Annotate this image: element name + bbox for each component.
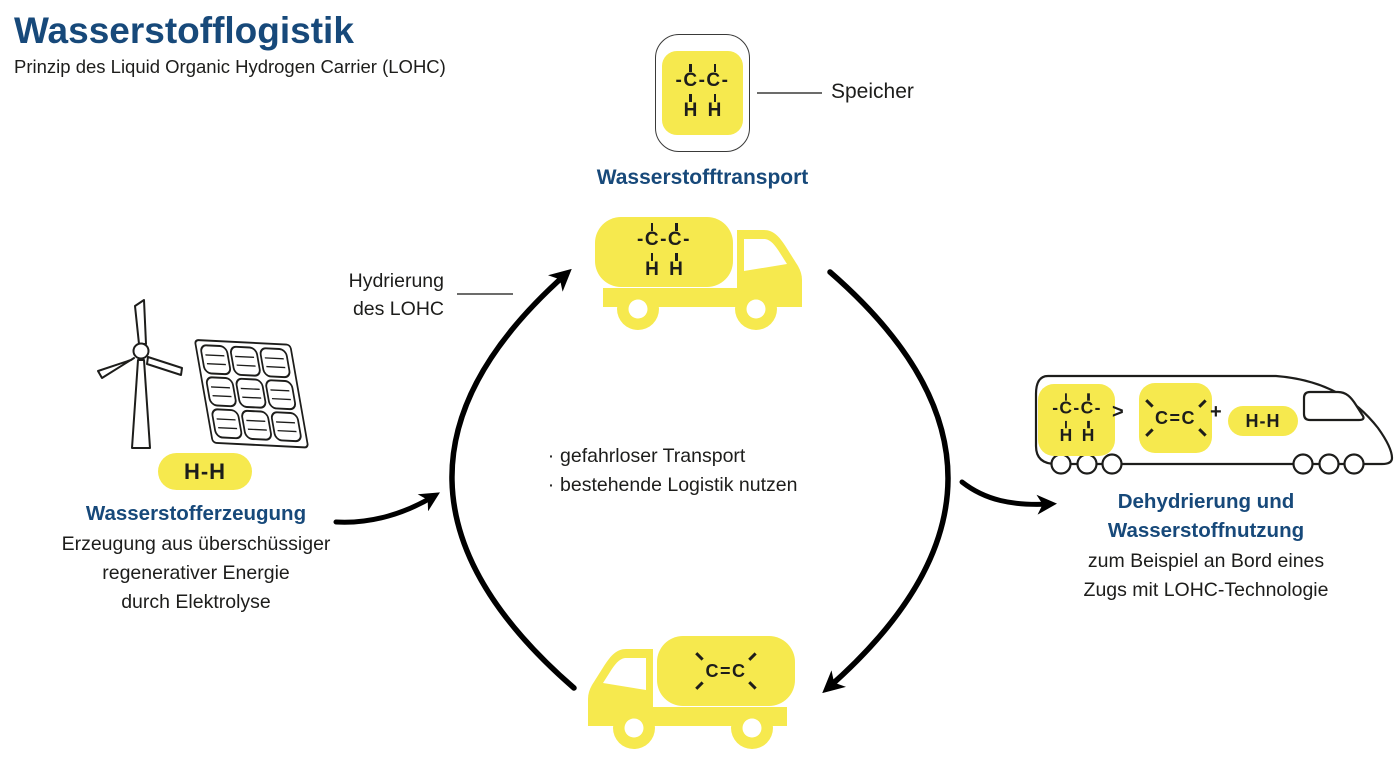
- bullet: ·: [547, 473, 555, 496]
- truck-tank: [595, 217, 733, 287]
- molecule-h: H: [683, 100, 698, 121]
- solar-panel-icon: [194, 339, 309, 449]
- molecule-cc-double-blob: C=C: [1139, 383, 1212, 453]
- storage-molecule-blob: -C-C- H H: [662, 51, 743, 135]
- dehydrogenation-block: Dehydrierung und Wasserstoffnutzung zum …: [1028, 488, 1384, 605]
- tanker-truck-bottom: C=C: [565, 633, 795, 755]
- renewable-energy-icons: [97, 299, 309, 449]
- tanker-truck-bottom-shape: [588, 636, 795, 749]
- hydrogenation-label: Hydrierung des LOHC: [348, 270, 444, 320]
- production-block: Wasserstofferzeugung Erzeugung aus übers…: [18, 502, 374, 617]
- truck-tank: [657, 636, 795, 706]
- plus-sign: +: [1210, 401, 1222, 423]
- production-line: regenerativer Energie: [102, 562, 290, 584]
- benefit-item: ·gefahrloser Transport: [542, 442, 797, 471]
- molecule-cc: -C-C- H H: [634, 223, 694, 281]
- benefit-item: ·bestehende Logistik nutzen: [542, 471, 798, 500]
- benefits-list: ·gefahrloser Transport ·bestehende Logis…: [542, 442, 798, 500]
- molecule-cc: -C-C- H H: [1049, 393, 1104, 446]
- cycle-arrow-right: [822, 269, 951, 694]
- molecule-chain: -C-C-: [675, 70, 730, 91]
- molecule-h: H: [707, 100, 722, 121]
- molecule-cc: -C-C- H H: [673, 64, 733, 122]
- truck-window: [603, 658, 646, 690]
- bullet: ·: [547, 445, 555, 467]
- tanker-truck-top: -C-C- H H: [595, 214, 825, 336]
- hh-molecule-pill: H-H: [158, 453, 252, 490]
- hh-molecule-pill: H-H: [1228, 406, 1298, 436]
- lohc-train: -C-C- H H > C=C + H-H: [1026, 370, 1398, 482]
- page-subtitle: Prinzip des Liquid Organic Hydrogen Carr…: [14, 56, 446, 77]
- header: Wasserstofflogistik Prinzip des Liquid O…: [14, 10, 446, 78]
- storage-container: -C-C- H H: [655, 34, 750, 152]
- page-title: Wasserstofflogistik: [14, 10, 354, 51]
- tanker-truck-top-shape: [595, 217, 802, 330]
- transport-title: Wasserstofftransport: [596, 166, 809, 189]
- production-line: durch Elektrolyse: [121, 591, 271, 613]
- speicher-label: Speicher: [831, 80, 914, 103]
- reaction-arrow: >: [1112, 401, 1124, 423]
- molecule-cc-blob: -C-C- H H: [1038, 384, 1115, 456]
- dehydrogenation-title: Dehydrierung und: [1117, 490, 1295, 513]
- production-title: Wasserstofferzeugung: [85, 502, 307, 525]
- dehydrogenation-line: zum Beispiel an Bord eines: [1087, 550, 1325, 572]
- wind-turbine-icon: [97, 299, 183, 449]
- production-line: Erzeugung aus überschüssiger: [61, 533, 331, 555]
- molecule-cc-double: C=C: [695, 652, 757, 690]
- truck-window: [744, 239, 787, 271]
- dehydrogenation-line: Zugs mit LOHC-Technologie: [1083, 579, 1329, 601]
- dehydrogenation-title: Wasserstoffnutzung: [1107, 518, 1305, 542]
- train-window: [1302, 390, 1365, 422]
- molecule-cc-double: C=C: [1144, 399, 1207, 437]
